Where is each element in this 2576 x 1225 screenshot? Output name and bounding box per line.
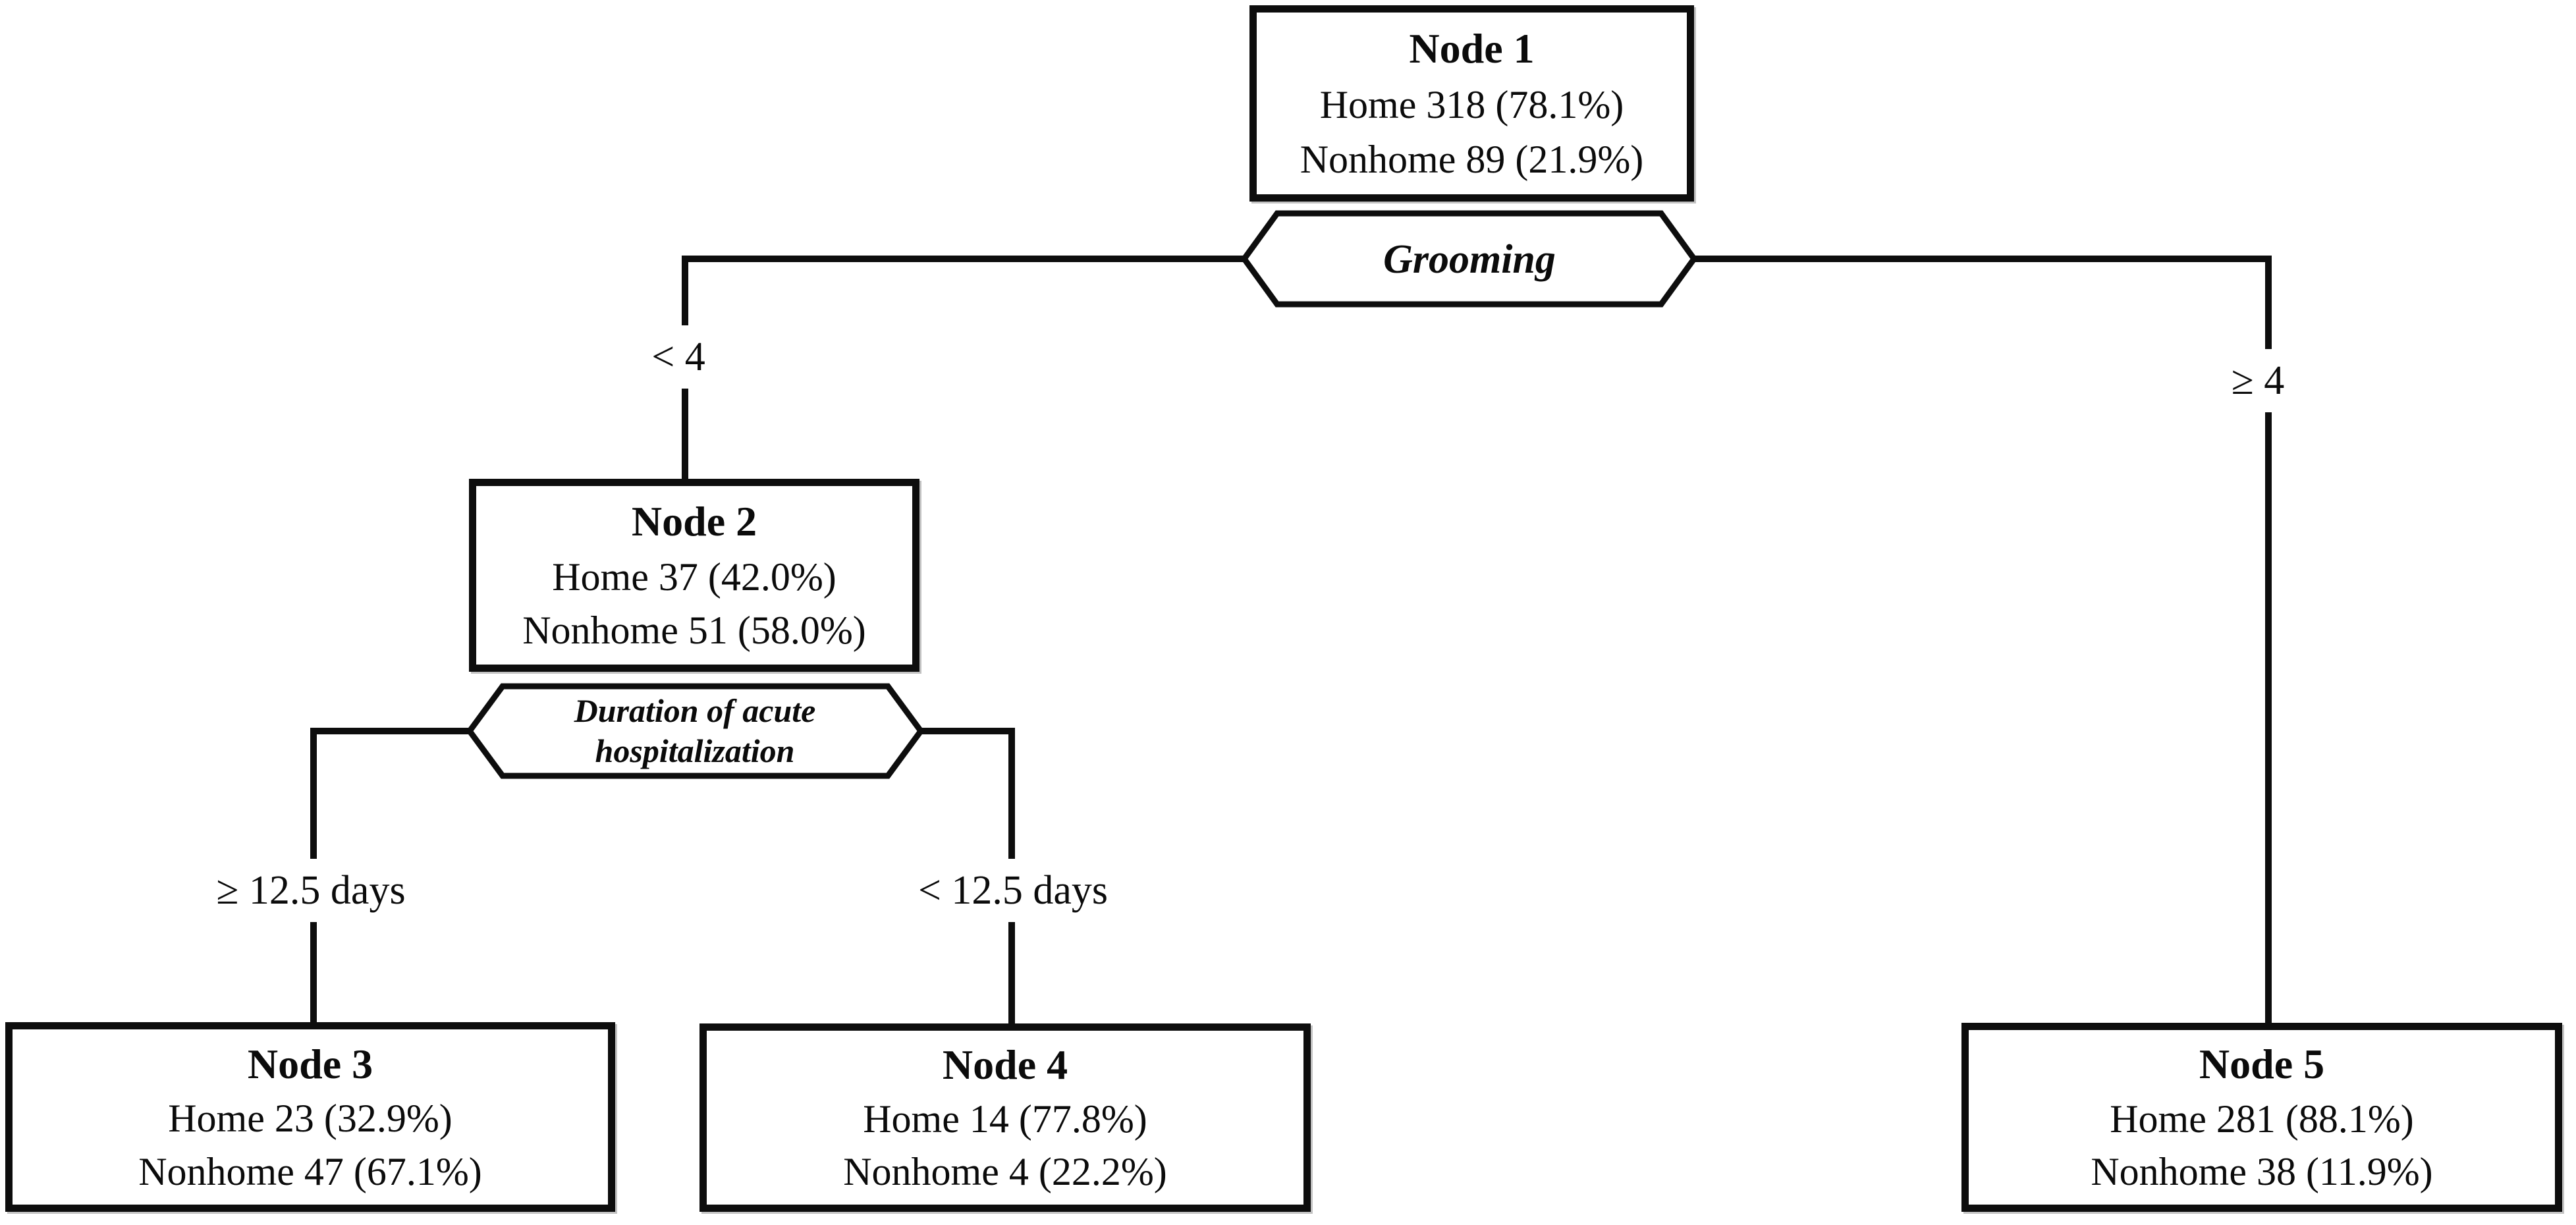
node-4-box: Node 4 Home 14 (77.8%) Nonhome 4 (22.2%) xyxy=(699,1023,1311,1212)
node-5-box: Node 5 Home 281 (88.1%) Nonhome 38 (11.9… xyxy=(1961,1023,2562,1212)
node-5-home-stat: Home 281 (88.1%) xyxy=(2110,1097,2414,1141)
node-5-nonhome-stat: Nonhome 38 (11.9%) xyxy=(2091,1149,2433,1193)
node-3-box: Node 3 Home 23 (32.9%) Nonhome 47 (67.1%… xyxy=(5,1022,615,1212)
grooming-split-label: Grooming xyxy=(1281,232,1658,287)
node-3-home-stat: Home 23 (32.9%) xyxy=(168,1097,452,1140)
node-2-nonhome-stat: Nonhome 51 (58.0%) xyxy=(522,609,866,653)
node-5-title: Node 5 xyxy=(2199,1041,2325,1088)
edge-grooming-left-to-node2 xyxy=(682,256,1244,481)
grooming-split-hexagon xyxy=(1240,210,1698,308)
branch-label-grooming-left: < 4 xyxy=(613,325,744,389)
duration-split-hexagon xyxy=(466,683,925,779)
node-4-nonhome-stat: Nonhome 4 (22.2%) xyxy=(843,1150,1167,1193)
duration-split-text-line1: Duration of acute xyxy=(574,692,816,729)
node-2-title: Node 2 xyxy=(631,497,757,545)
node-1-home-stat: Home 318 (78.1%) xyxy=(1319,83,1624,126)
edge-grooming-right-to-node5 xyxy=(1694,256,2272,1025)
edge-duration-right-to-node4 xyxy=(921,728,1015,1026)
duration-split-label: Duration of acute hospitalization xyxy=(504,690,886,772)
node-2-box: Node 2 Home 37 (42.0%) Nonhome 51 (58.0%… xyxy=(469,479,919,672)
node-4-home-stat: Home 14 (77.8%) xyxy=(863,1097,1147,1141)
node-1-box: Node 1 Home 318 (78.1%) Nonhome 89 (21.9… xyxy=(1249,5,1694,202)
duration-split-text-line2: hospitalization xyxy=(595,732,795,769)
branch-label-duration-left: ≥ 12.5 days xyxy=(140,859,482,922)
node-1-title: Node 1 xyxy=(1409,25,1535,72)
branch-label-grooming-right: ≥ 4 xyxy=(2179,349,2337,412)
node-4-title: Node 4 xyxy=(942,1041,1068,1088)
edge-duration-left-to-node3 xyxy=(310,728,470,1025)
node-1-nonhome-stat: Nonhome 89 (21.9%) xyxy=(1300,138,1644,181)
node-2-home-stat: Home 37 (42.0%) xyxy=(552,555,836,599)
branch-label-duration-right: < 12.5 days xyxy=(842,859,1184,922)
node-3-nonhome-stat: Nonhome 47 (67.1%) xyxy=(138,1149,482,1193)
grooming-split-text: Grooming xyxy=(1383,237,1556,282)
node-3-title: Node 3 xyxy=(247,1040,373,1087)
